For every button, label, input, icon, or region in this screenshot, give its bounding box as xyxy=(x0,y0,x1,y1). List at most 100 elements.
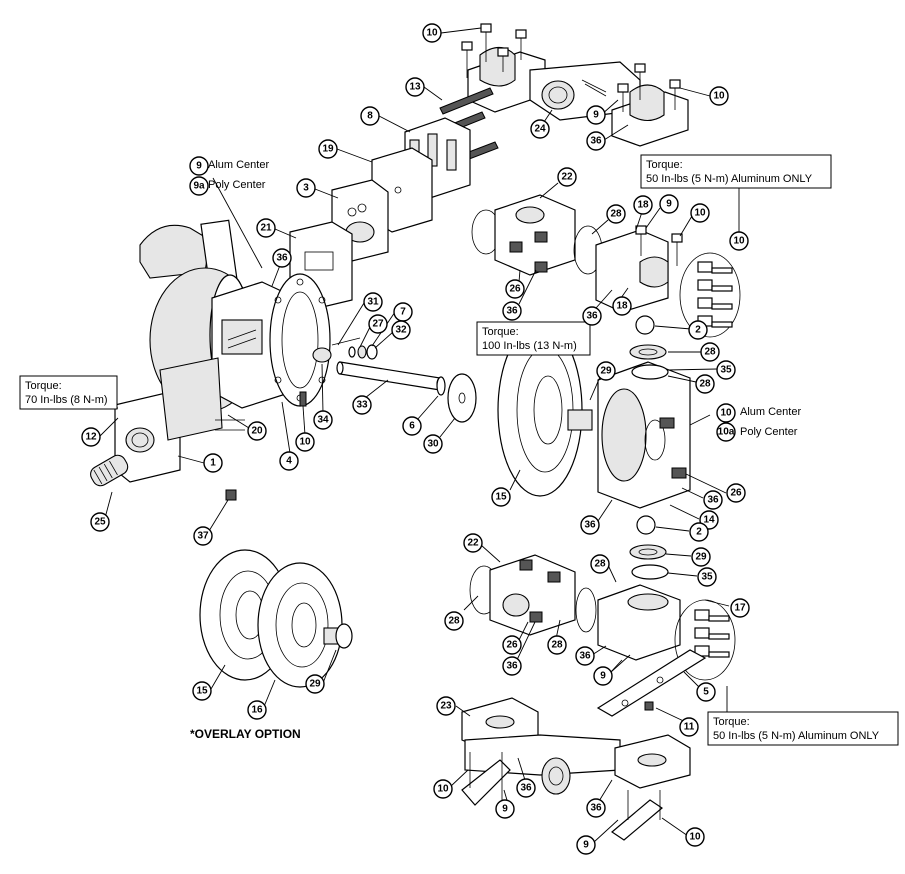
callout-24-text: 24 xyxy=(534,124,546,135)
callout-18-a-text: 18 xyxy=(637,200,649,211)
overlay-option-diaphragms xyxy=(199,549,353,688)
callout-4: 4 xyxy=(279,451,299,471)
callout-10-top-right: 10 xyxy=(709,86,729,106)
callout-21: 21 xyxy=(256,218,276,238)
torque-box-left-line2: 70 In-lbs (8 N-m) xyxy=(25,394,108,406)
air-valve-stack xyxy=(289,87,499,311)
callout-5-text: 5 xyxy=(703,687,709,698)
torque-box-bottom-right-line2: 50 In-lbs (5 N-m) Aluminum ONLY xyxy=(713,730,880,742)
callout-10-top-left: 10 xyxy=(422,23,442,43)
callout-15-a: 15 xyxy=(491,487,511,507)
callout-12: 12 xyxy=(81,427,101,447)
callout-7-text: 7 xyxy=(400,307,406,318)
callout-31-text: 31 xyxy=(367,297,379,308)
callout-10-right: 10 xyxy=(690,203,710,223)
torque-box-left-line1: Torque: xyxy=(25,380,62,392)
callout-36-d-text: 36 xyxy=(584,520,596,531)
callout-29-c-text: 29 xyxy=(309,679,321,690)
callout-9-right-text: 9 xyxy=(666,199,672,210)
callout-36-bl-text: 36 xyxy=(520,783,532,794)
callout-18-a: 18 xyxy=(633,195,653,215)
callout-28-b-text: 28 xyxy=(704,347,716,358)
callout-22-b: 22 xyxy=(463,533,483,553)
top-manifold xyxy=(461,23,689,147)
callout-28-d-text: 28 xyxy=(594,559,606,570)
callout-28-c-text: 28 xyxy=(699,379,711,390)
callout-25-text: 25 xyxy=(94,517,106,528)
callout-36-f-text: 36 xyxy=(579,651,591,662)
callout-25: 25 xyxy=(90,512,110,532)
alum-center-label-left: Alum Center xyxy=(208,159,269,171)
callout-29-a: 29 xyxy=(596,361,616,381)
callout-9-bl-text: 9 xyxy=(502,804,508,815)
overlay-option-label: *OVERLAY OPTION xyxy=(190,727,301,741)
callout-35-a: 35 xyxy=(716,360,736,380)
callout-3: 3 xyxy=(296,178,316,198)
callout-36-d: 36 xyxy=(580,515,600,535)
callout-9-b-text: 9 xyxy=(600,671,606,682)
callout-10-mid: 10 xyxy=(295,432,315,452)
callout-1-text: 1 xyxy=(210,458,216,469)
callout-3-text: 3 xyxy=(303,183,309,194)
callout-18-b: 18 xyxy=(612,296,632,316)
callout-36-a-text: 36 xyxy=(506,306,518,317)
torque-box-bottom-right-line1: Torque: xyxy=(713,716,750,728)
callout-15-b: 15 xyxy=(192,681,212,701)
callout-9a-center-left: 9a xyxy=(189,176,209,196)
callout-11: 11 xyxy=(679,717,699,737)
callout-31: 31 xyxy=(363,292,383,312)
callout-28-d: 28 xyxy=(590,554,610,574)
callout-29-a-text: 29 xyxy=(600,366,612,377)
callout-34: 34 xyxy=(313,410,333,430)
callout-5: 5 xyxy=(696,682,716,702)
callout-35-b-text: 35 xyxy=(701,572,713,583)
callout-27: 27 xyxy=(368,314,388,334)
callout-15-a-text: 15 xyxy=(495,492,507,503)
callout-10-bl-text: 10 xyxy=(437,784,449,795)
callout-22-top: 22 xyxy=(557,167,577,187)
callout-29-b-text: 29 xyxy=(695,552,707,563)
callout-9-center-left-text: 9 xyxy=(196,161,202,172)
callout-9-right: 9 xyxy=(659,194,679,214)
callout-20: 20 xyxy=(247,421,267,441)
callout-16: 16 xyxy=(247,700,267,720)
callout-36-mid-text: 36 xyxy=(276,253,288,264)
callout-9-br: 9 xyxy=(576,835,596,855)
callout-6-text: 6 xyxy=(409,421,415,432)
torque-box-middle-line1: Torque: xyxy=(482,326,519,338)
left-pump-assembly xyxy=(90,219,332,501)
callout-26-b: 26 xyxy=(726,483,746,503)
callout-9-br-text: 9 xyxy=(583,840,589,851)
callout-21-text: 21 xyxy=(260,223,272,234)
torque-box-top-right-line2: 50 In-lbs (5 N-m) Aluminum ONLY xyxy=(646,173,813,185)
callout-16-text: 16 xyxy=(251,705,263,716)
callout-11-text: 11 xyxy=(684,722,695,733)
callout-2-a-text: 2 xyxy=(695,325,701,336)
callout-17-text: 17 xyxy=(734,603,746,614)
callout-26-b-text: 26 xyxy=(730,488,742,499)
callout-36-e: 36 xyxy=(502,656,522,676)
callout-20-text: 20 xyxy=(251,426,263,437)
torque-box-top-right: Torque: 50 In-lbs (5 N-m) Aluminum ONLY xyxy=(640,154,832,189)
callout-36-mid: 36 xyxy=(272,248,292,268)
shaft-assembly xyxy=(331,337,477,423)
callout-28-b: 28 xyxy=(700,342,720,362)
callout-15-b-text: 15 xyxy=(196,686,208,697)
callout-23-text: 23 xyxy=(440,701,452,712)
callout-36-top-text: 36 xyxy=(590,136,602,147)
callout-10-bl: 10 xyxy=(433,779,453,799)
callout-22-b-text: 22 xyxy=(467,538,479,549)
callout-9-bl: 9 xyxy=(495,799,515,819)
callout-36-f: 36 xyxy=(575,646,595,666)
callout-2-a: 2 xyxy=(688,320,708,340)
callout-10-br: 10 xyxy=(685,827,705,847)
callout-33: 33 xyxy=(352,395,372,415)
callout-10a-center: 10a xyxy=(716,422,736,442)
callout-13: 13 xyxy=(405,77,425,97)
callout-30: 30 xyxy=(423,434,443,454)
callout-6: 6 xyxy=(402,416,422,436)
callout-36-e-text: 36 xyxy=(506,661,518,672)
callout-28-c: 28 xyxy=(695,374,715,394)
callout-9-center-left: 9 xyxy=(189,156,209,176)
callout-28-a-text: 28 xyxy=(610,209,622,220)
